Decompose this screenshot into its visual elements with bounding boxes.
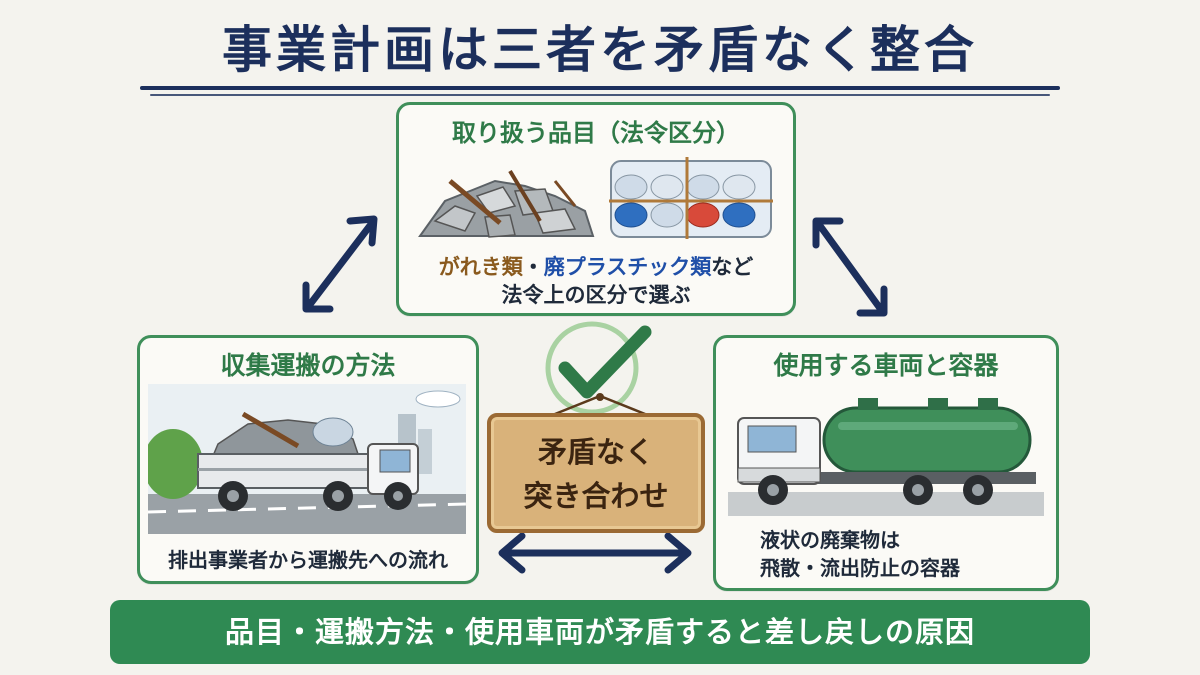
method-caption: 排出事業者から運搬先への流れ: [168, 548, 448, 572]
flatbed-truck-icon: [148, 384, 466, 534]
vehicle-caption-line1: 液状の廃棄物は: [760, 528, 900, 552]
rubble-pile-icon: [418, 169, 595, 238]
items-caption-line1: がれき類・廃プラスチック類など: [399, 251, 793, 281]
bottom-banner: 品目・運搬方法・使用車両が矛盾すると差し戻しの原因: [110, 600, 1090, 664]
consistency-sign: 矛盾なく 突き合わせ: [487, 413, 705, 533]
caption-separator: ・: [522, 255, 544, 279]
method-panel: 収集運搬の方法 排出事業者から運搬先への流れ: [137, 335, 479, 584]
plastic-bales-icon: [609, 157, 773, 239]
double-arrow-icon: [302, 215, 378, 313]
sign-line1: 矛盾なく: [537, 435, 654, 469]
sign-line2: 突き合わせ: [523, 479, 669, 513]
double-arrow-icon: [498, 532, 692, 574]
caption-rubble: がれき類: [438, 255, 523, 279]
caption-tail: など: [711, 255, 754, 279]
vehicle-panel: 使用する車両と容器 液状の廃棄物は 飛散・流出防止の容器: [713, 335, 1059, 591]
tanker-truck-icon: [728, 398, 1044, 516]
items-caption-line2: 法令上の区分で選ぶ: [501, 283, 691, 307]
page-title: 事業計画は三者を矛盾なく整合: [222, 21, 978, 79]
checkmark-icon: [545, 321, 652, 415]
vehicle-panel-title: 使用する車両と容器: [773, 351, 999, 380]
title-underline-secondary: [150, 94, 1050, 96]
items-panel: 取り扱う品目（法令区分） がれき類・廃プラスチック類など 法令上の区分で選ぶ: [396, 102, 796, 316]
double-arrow-icon: [812, 217, 888, 317]
vehicle-caption-line2: 飛散・流出防止の容器: [760, 556, 960, 580]
sign-string: [549, 393, 651, 418]
method-panel-title: 収集運搬の方法: [220, 351, 396, 380]
items-panel-title: 取り扱う品目（法令区分）: [452, 119, 740, 147]
title-underline: [140, 86, 1060, 90]
caption-plastic: 廃プラスチック類: [543, 255, 712, 279]
